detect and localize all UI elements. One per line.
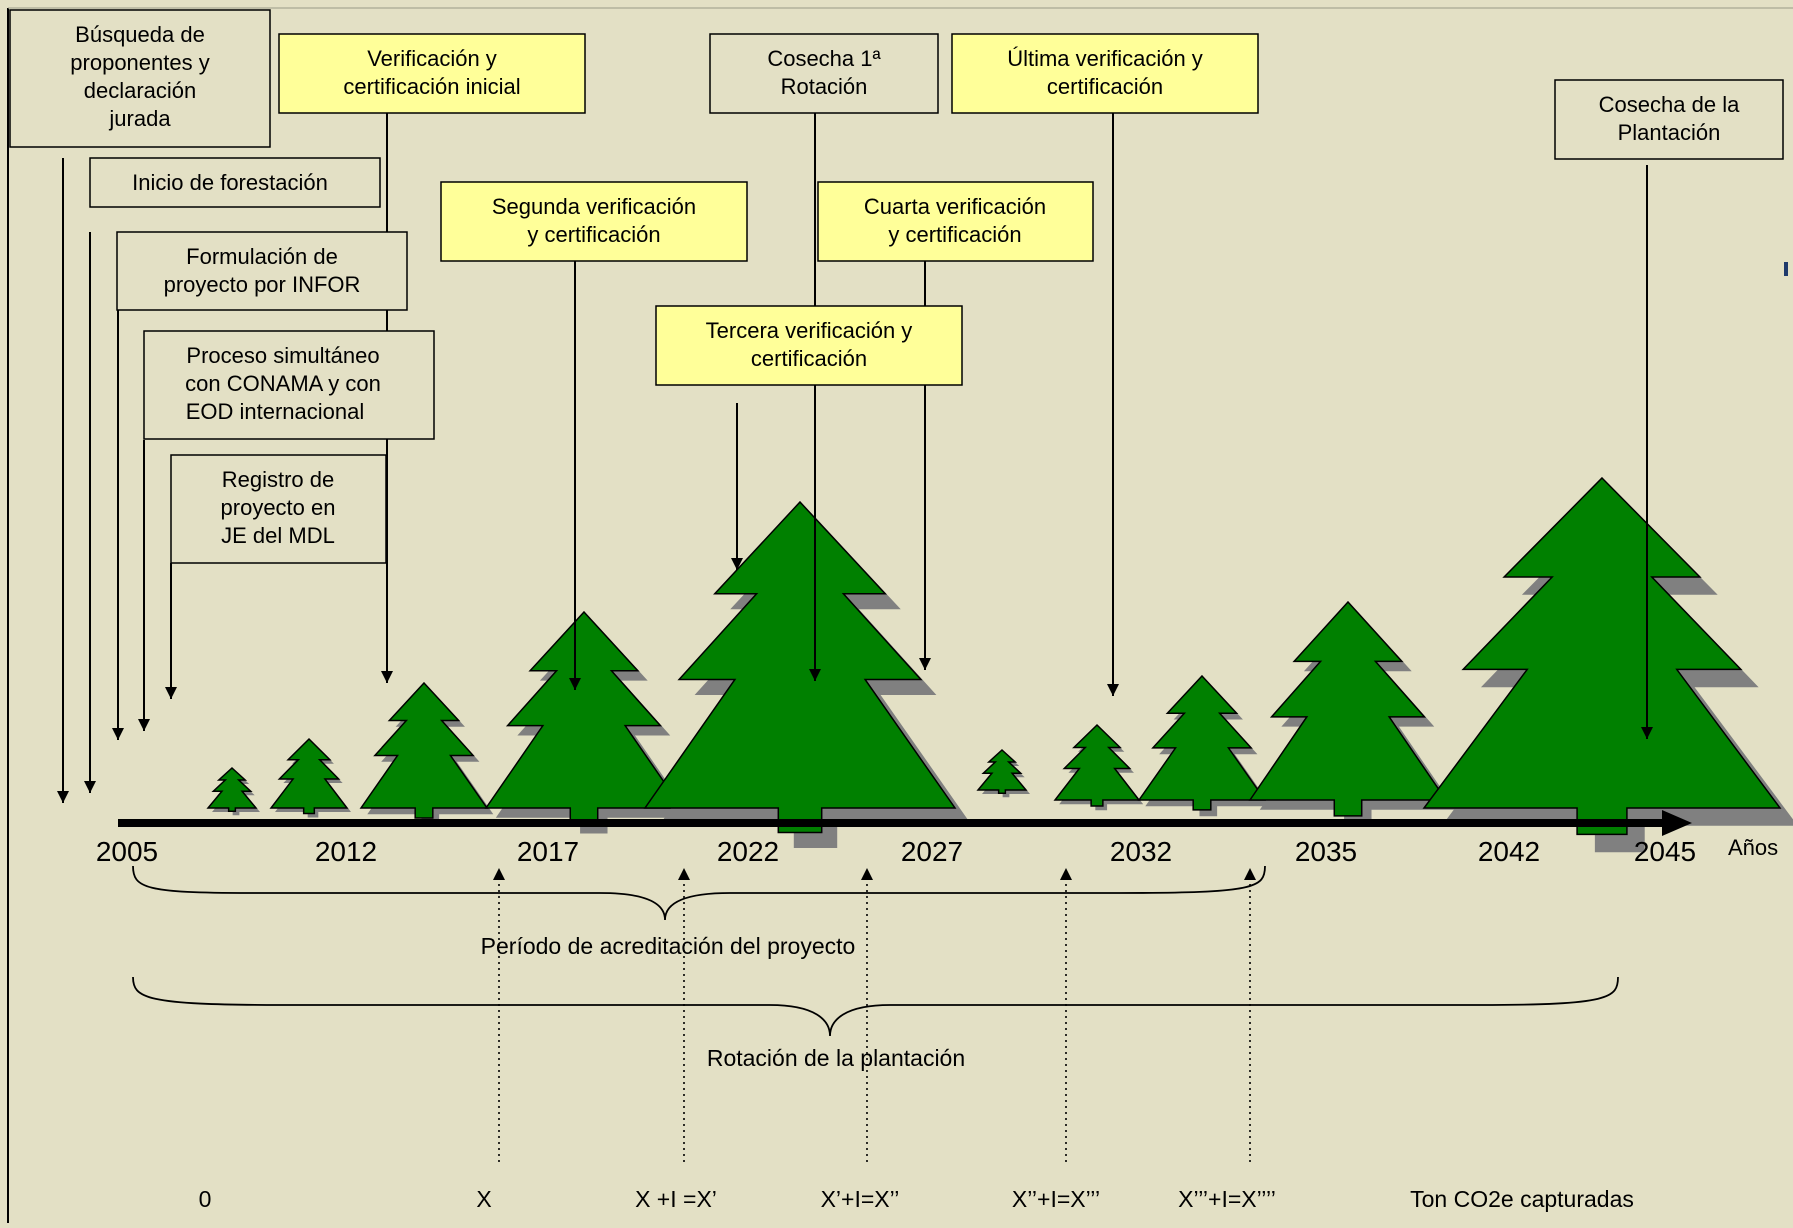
box-registro-line-3: JE del MDL <box>221 523 335 548</box>
box-registro-line-1: Registro de <box>222 467 335 492</box>
box-busqueda: Búsqueda de proponentes y declaración ju… <box>9 9 271 148</box>
box-inicio: Inicio de forestación <box>89 157 381 208</box>
tree <box>359 681 489 819</box>
box-cosecha-plantacion: Cosecha de la Plantación <box>1554 79 1784 160</box>
box-ultima-line-2: certificación <box>1047 74 1163 99</box>
year-label-2012: 2012 <box>315 836 377 867</box>
year-label-2032: 2032 <box>1110 836 1172 867</box>
axis-label-anos: Años <box>1728 835 1778 860</box>
year-label-2035: 2035 <box>1295 836 1357 867</box>
box-segunda-line-2: y certificación <box>527 222 660 247</box>
box-ultima-line-1: Última verificación y <box>1007 46 1203 71</box>
year-label-2027: 2027 <box>901 836 963 867</box>
box-cosecha-plantacion-line-2: Plantación <box>1618 120 1721 145</box>
tree <box>1053 723 1141 807</box>
year-label-2017: 2017 <box>517 836 579 867</box>
brace-acreditacion <box>132 865 1266 921</box>
box-formulacion-line-1: Formulación de <box>186 244 338 269</box>
box-registro: Registro de proyecto en JE del MDL <box>170 454 387 564</box>
trees-group <box>206 476 1793 853</box>
box-verif-inicial-line-1: Verificación y <box>367 46 497 71</box>
capture-value-x4: X’’’+I=X’’’’ <box>1178 1186 1276 1212</box>
event-arrows <box>57 105 1653 803</box>
brace-rotacion <box>132 976 1619 1037</box>
box-proceso: Proceso simultáneo con CONAMA y con EOD … <box>143 330 435 440</box>
tree <box>1137 674 1267 811</box>
box-ultima: Última verificación y certificación <box>951 33 1259 114</box>
tree <box>643 500 957 834</box>
box-segunda-line-1: Segunda verificación <box>492 194 696 219</box>
box-verif-inicial-line-2: certificación inicial <box>343 74 520 99</box>
box-tercera: Tercera verificación y certificación <box>655 305 963 386</box>
edge-mark <box>1784 262 1788 276</box>
brace-rotacion-label: Rotación de la plantación <box>707 1045 965 1071</box>
tree <box>1248 600 1448 817</box>
box-tercera-line-1: Tercera verificación y <box>706 318 913 343</box>
box-cuarta-line-2: y certificación <box>888 222 1021 247</box>
year-label-2005: 2005 <box>96 836 158 867</box>
capture-value-0: 0 <box>199 1186 212 1212</box>
box-verif-inicial: Verificación y certificación inicial <box>278 33 586 114</box>
box-busqueda-line-3: declaración <box>84 78 197 103</box>
timeline-arrowhead <box>1662 810 1692 836</box>
year-label-2042: 2042 <box>1478 836 1540 867</box>
box-formulacion-line-2: proyecto por INFOR <box>164 272 361 297</box>
tree <box>484 610 684 825</box>
box-cuarta-line-1: Cuarta verificación <box>864 194 1046 219</box>
capture-value-x2: X’+I=X’’ <box>821 1186 900 1212</box>
box-cuarta: Cuarta verificación y certificación <box>817 181 1094 262</box>
box-cosecha1-line-1: Cosecha 1ª <box>767 46 881 71</box>
year-labels: 2005 2012 2017 2022 2027 2032 2035 2042 … <box>96 835 1778 867</box>
capture-value-x1: X +I =X’ <box>635 1186 717 1212</box>
box-inicio-line-1: Inicio de forestación <box>132 170 328 195</box>
box-proceso-line-3: EOD internacional <box>186 399 365 424</box>
braces <box>132 865 1619 1037</box>
tree <box>1422 476 1782 836</box>
tree <box>269 737 349 815</box>
box-segunda: Segunda verificación y certificación <box>440 181 748 262</box>
box-busqueda-line-2: proponentes y <box>70 50 209 75</box>
box-registro-line-2: proyecto en <box>221 495 336 520</box>
box-busqueda-line-4: jurada <box>108 106 171 131</box>
box-cosecha-plantacion-line-1: Cosecha de la <box>1599 92 1740 117</box>
capture-value-x3: X’’+I=X’’’ <box>1012 1186 1100 1212</box>
box-formulacion: Formulación de proyecto por INFOR <box>116 231 408 311</box>
capture-label: Ton CO2e capturadas <box>1410 1186 1634 1212</box>
capture-values: 0 X X +I =X’ X’+I=X’’ X’’+I=X’’’ X’’’+I=… <box>199 1186 1634 1212</box>
year-label-2022: 2022 <box>717 836 779 867</box>
box-proceso-line-2: con CONAMA y con <box>185 371 381 396</box>
box-cosecha1-line-2: Rotación <box>781 74 868 99</box>
tree <box>976 748 1028 794</box>
dotted-arrows <box>493 868 1256 1162</box>
brace-acreditacion-label: Período de acreditación del proyecto <box>481 933 856 959</box>
year-label-2045: 2045 <box>1634 836 1696 867</box>
box-cosecha1: Cosecha 1ª Rotación <box>709 33 939 114</box>
box-busqueda-line-1: Búsqueda de <box>75 22 205 47</box>
box-proceso-line-1: Proceso simultáneo <box>186 343 379 368</box>
capture-value-x: X <box>476 1186 491 1212</box>
tree <box>206 766 258 812</box>
box-tercera-line-2: certificación <box>751 346 867 371</box>
